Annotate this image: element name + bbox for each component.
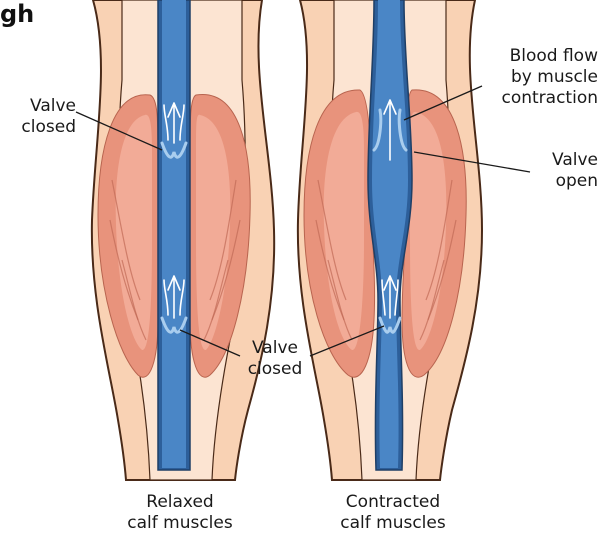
title-fragment: gh — [0, 0, 34, 28]
relaxed-caption: Relaxed calf muscles — [100, 492, 260, 534]
relaxed-leg — [92, 0, 274, 480]
valve-closed-middle-label: Valve closed — [238, 338, 312, 380]
valve-open-label: Valve open — [530, 150, 598, 192]
relaxed-vein-lumen — [162, 0, 186, 468]
blood-flow-label: Blood flow by muscle contraction — [470, 46, 598, 109]
contracted-caption: Contracted calf muscles — [308, 492, 478, 534]
valve-closed-upper-label: Valve closed — [4, 96, 76, 138]
contracted-leg — [298, 0, 482, 480]
